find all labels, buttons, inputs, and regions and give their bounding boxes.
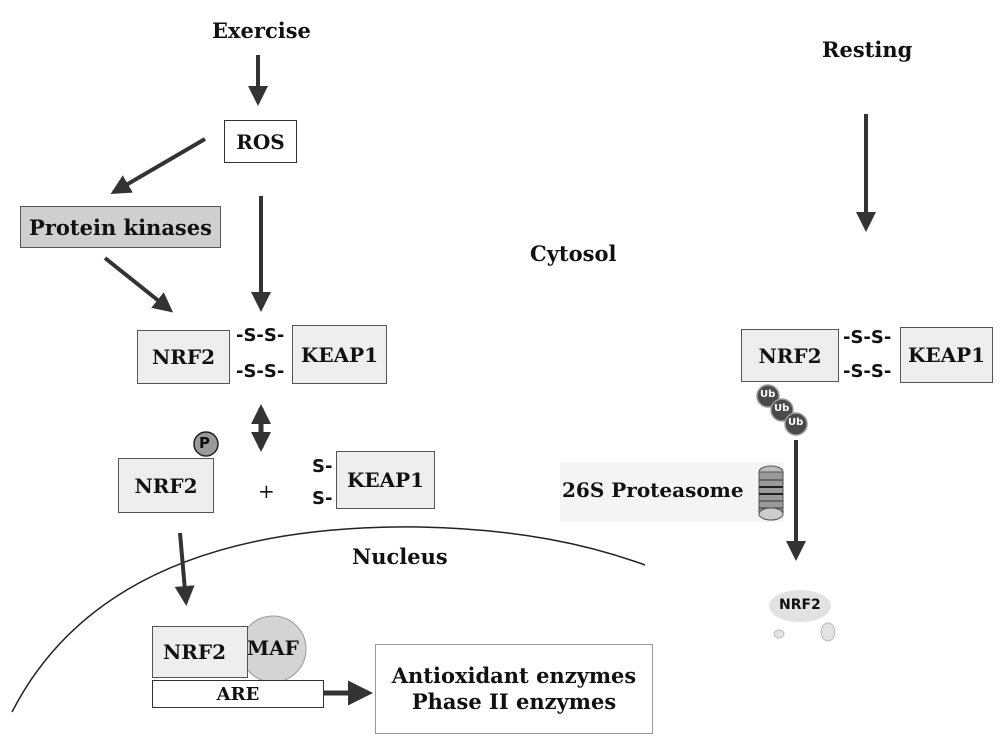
nucleus-label: Nucleus xyxy=(352,544,448,569)
maf-label: MAF xyxy=(247,636,299,660)
keap1-node-free: KEAP1 xyxy=(336,451,435,509)
nrf2-node-phosphorylated: NRF2 xyxy=(118,458,214,513)
are-node: ARE xyxy=(152,680,324,708)
arrow-kinases-to-nrf2 xyxy=(103,256,174,313)
fragment-2 xyxy=(820,622,836,642)
proteasome-label: 26S Proteasome xyxy=(562,478,744,502)
ubiquitin-label-2: Ub xyxy=(774,403,790,414)
disulfide-bond-bottom: -S-S- xyxy=(236,361,285,382)
degraded-nrf2-blob xyxy=(769,590,831,622)
ubiquitin-1 xyxy=(756,384,780,408)
disulfide-bond-resting-top: -S-S- xyxy=(843,327,892,348)
degraded-nrf2-label: NRF2 xyxy=(779,597,821,613)
nrf2-node-nucleus: NRF2 xyxy=(152,626,248,678)
free-thiol-bottom: S- xyxy=(312,488,333,509)
arrow-ros-to-kinases xyxy=(110,137,207,195)
output-line-2: Phase II enzymes xyxy=(411,689,617,714)
phospho-label: P xyxy=(199,434,210,452)
ubiquitin-label-1: Ub xyxy=(760,389,776,400)
ros-node: ROS xyxy=(224,120,297,163)
fragment-1 xyxy=(773,629,785,639)
protein-kinases-node: Protein kinases xyxy=(20,206,221,248)
nuclear-membrane xyxy=(11,526,646,713)
ubiquitin-label-3: Ub xyxy=(788,417,804,428)
arrow-nrf2-to-nucleus xyxy=(174,532,195,606)
phospho-circle xyxy=(193,431,219,457)
ubiquitin-2 xyxy=(770,398,794,422)
output-enzymes-box: Antioxidant enzymes Phase II enzymes xyxy=(375,644,653,734)
ubiquitin-3 xyxy=(784,412,808,436)
nrf2-node-resting: NRF2 xyxy=(741,329,839,382)
disulfide-bond-top: -S-S- xyxy=(236,325,285,346)
free-thiol-top: S- xyxy=(312,456,333,477)
nrf2-node-complex: NRF2 xyxy=(137,330,230,384)
exercise-label: Exercise xyxy=(212,18,311,43)
proteasome-icon xyxy=(560,462,784,522)
resting-label: Resting xyxy=(822,37,913,62)
keap1-node-complex: KEAP1 xyxy=(292,325,387,384)
keap1-node-resting: KEAP1 xyxy=(900,327,993,383)
output-line-1: Antioxidant enzymes xyxy=(391,662,637,688)
disulfide-bond-resting-bottom: -S-S- xyxy=(843,361,892,382)
cytosol-label: Cytosol xyxy=(530,241,617,266)
plus-sign: + xyxy=(258,479,275,503)
